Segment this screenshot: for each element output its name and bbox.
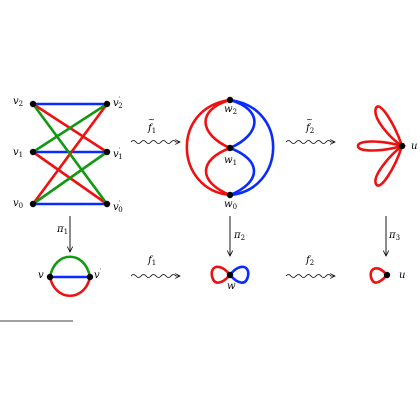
petal-left bbox=[356, 140, 407, 152]
vertex-w2 bbox=[226, 96, 234, 104]
label-pi3: π3 bbox=[388, 230, 400, 242]
vertex-w-bottom bbox=[226, 271, 234, 279]
arrow-f1 bbox=[130, 275, 180, 278]
label-vp-bottom: v′ bbox=[94, 268, 102, 281]
label-w0: w0 bbox=[224, 199, 237, 211]
vertex-u-top bbox=[398, 142, 406, 150]
vertex-v2 bbox=[29, 100, 37, 108]
arrow-f1-tilde bbox=[130, 141, 180, 144]
single-loop-graph bbox=[369, 267, 391, 284]
edge-green-top-arc bbox=[48, 255, 92, 278]
three-vertex-graph bbox=[185, 96, 275, 199]
vertex-v1p bbox=[103, 148, 111, 156]
label-pi1: π1 bbox=[56, 224, 68, 236]
label-u-top: u bbox=[411, 141, 417, 152]
label-f2: f2 bbox=[305, 255, 314, 267]
label-w2: w2 bbox=[224, 104, 237, 116]
vertex-u-bottom bbox=[383, 271, 391, 279]
vertex-v0p bbox=[103, 200, 111, 208]
label-v0-prime: v′0 bbox=[113, 200, 123, 214]
label-v0: v0 bbox=[13, 198, 23, 210]
loop-red-left bbox=[210, 265, 232, 284]
tilde-f1-mark: ~ bbox=[148, 115, 155, 124]
figure-eight-graph bbox=[210, 265, 250, 284]
edge-blue-w2-w1 bbox=[229, 98, 256, 150]
edge-green-v0-v1p bbox=[32, 150, 108, 206]
label-pi2: π2 bbox=[233, 230, 245, 242]
label-v1-prime: v′1 bbox=[113, 147, 123, 161]
vertex-v2p bbox=[103, 100, 111, 108]
edge-red-w1-w0 bbox=[204, 146, 231, 197]
petal-upper bbox=[374, 105, 405, 150]
label-v2-prime: v′2 bbox=[113, 96, 123, 110]
label-v1: v1 bbox=[13, 147, 23, 159]
label-f1: f1 bbox=[147, 255, 156, 267]
vertex-v-bottom bbox=[46, 273, 54, 281]
petal-lower bbox=[374, 142, 405, 187]
label-w1: w1 bbox=[224, 155, 237, 167]
edge-blue-outer-arc bbox=[229, 98, 275, 197]
theta-graph bbox=[46, 255, 94, 297]
edge-red-outer-arc bbox=[185, 98, 231, 197]
label-v-bottom: v bbox=[38, 270, 44, 281]
label-w-bottom: w bbox=[227, 281, 236, 292]
loop-red-single bbox=[369, 267, 389, 284]
vertex-w0 bbox=[226, 191, 234, 199]
label-u-bottom: u bbox=[399, 270, 405, 281]
label-f2-tilde: f2 bbox=[305, 123, 314, 135]
vertex-vp-bottom bbox=[86, 273, 94, 281]
vertex-w1 bbox=[226, 144, 234, 152]
edge-blue-w1-w0 bbox=[229, 146, 256, 197]
rose-graph-top bbox=[356, 105, 407, 187]
edge-red-bottom-arc bbox=[48, 276, 92, 297]
vertex-v1 bbox=[29, 148, 37, 156]
label-v2: v2 bbox=[13, 96, 23, 108]
label-f1-tilde: f1 bbox=[147, 123, 156, 135]
bipartite-cover-graph bbox=[29, 100, 111, 208]
arrow-f2 bbox=[285, 275, 335, 278]
arrow-f2-tilde bbox=[285, 141, 335, 144]
edge-red-w2-w1 bbox=[204, 98, 231, 150]
edge-green-v1-v2p bbox=[32, 102, 108, 154]
vertex-v0 bbox=[29, 200, 37, 208]
loop-blue-right bbox=[228, 265, 250, 284]
edge-green-v2-v0p bbox=[31, 103, 109, 205]
tilde-f2-mark: ~ bbox=[306, 115, 313, 124]
